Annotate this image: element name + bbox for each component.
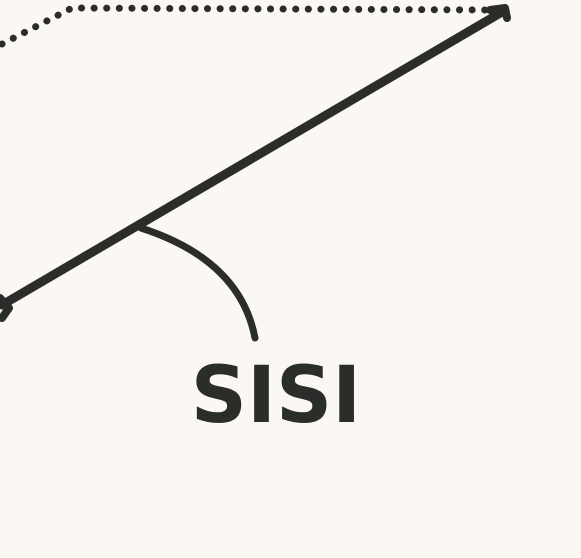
dotted-edge (0, 4, 492, 48)
right-end-corner (486, 4, 511, 22)
left-end-tick (0, 294, 13, 322)
label-sisi: SISI (191, 351, 361, 441)
arc-connector (137, 224, 259, 342)
solid-edge (0, 7, 507, 310)
